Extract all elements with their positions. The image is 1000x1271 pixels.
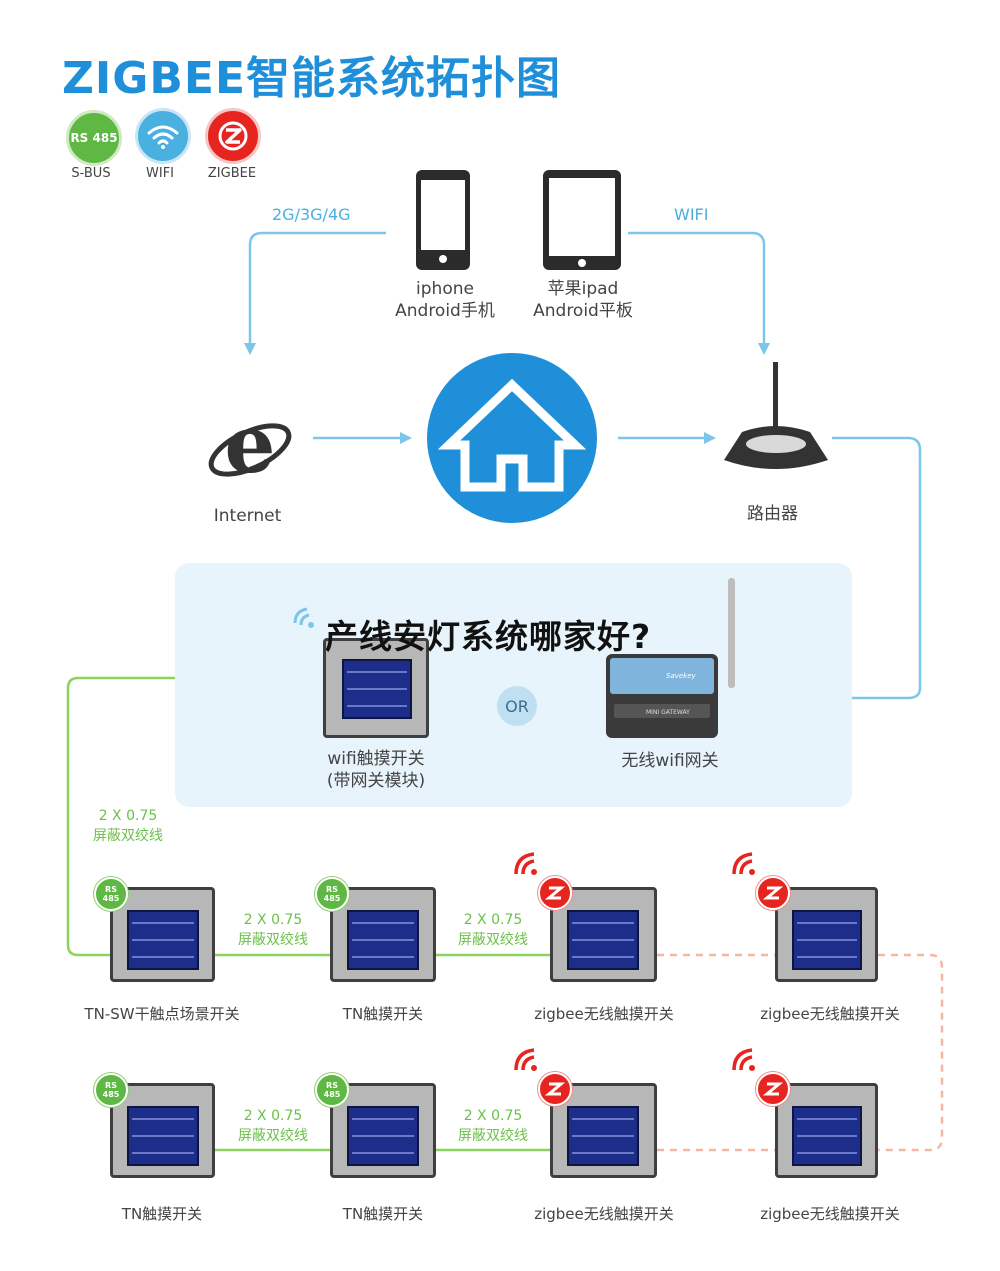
phone-label: iphone Android手机 (370, 278, 520, 322)
bus-label-r2a: 2 X 0.75 屏蔽双绞线 (225, 1106, 321, 1146)
wireless-signal-icon (291, 605, 325, 635)
or-badge: OR (497, 686, 537, 726)
bus-label-r1b-spec: 2 X 0.75 (463, 912, 523, 928)
switch-r1-4 (775, 887, 878, 982)
tablet-label: 苹果ipad Android平板 (508, 278, 658, 322)
wifi-switch-label-line2: (带网关模块) (326, 771, 426, 791)
switch-label-r1-4: zigbee无线触摸开关 (760, 1005, 900, 1023)
zigbee-signal-icon (730, 850, 760, 880)
switch-r1-2 (330, 887, 436, 982)
switch-label-r1-1: TN-SW干触点场景开关 (84, 1005, 240, 1023)
wifi-switch-label-line1: wifi触摸开关 (327, 749, 425, 769)
zigbee-signal-icon (512, 850, 542, 880)
zigbee-icon (205, 108, 261, 164)
tablet-label-line2: Android平板 (533, 301, 633, 321)
phone-icon (416, 170, 470, 270)
zigbee-icon (756, 1072, 790, 1106)
zigbee-icon (756, 876, 790, 910)
gateway-brand: Savekey (666, 672, 696, 680)
gateway-panel (175, 563, 852, 807)
phone-label-line1: iphone (416, 279, 474, 299)
bus-label-riser: 2 X 0.75 屏蔽双绞线 (80, 806, 176, 846)
zigbee-icon (538, 1072, 572, 1106)
switch-label-r2-4: zigbee无线触摸开关 (760, 1205, 900, 1223)
wifi-switch-label: wifi触摸开关 (带网关模块) (296, 748, 456, 792)
wifi-icon (135, 108, 191, 164)
protocol-label-zigbee: ZIGBEE (207, 166, 257, 181)
bus-label-riser-type: 屏蔽双绞线 (93, 828, 163, 844)
zigbee-icon (538, 876, 572, 910)
rs485-badge-text: RS 485 (70, 130, 118, 145)
internet-icon: e (205, 397, 295, 492)
switch-screen (342, 659, 412, 719)
switch-screen (567, 910, 639, 970)
switch-r2-1 (110, 1083, 215, 1178)
bus-label-r1a-type: 屏蔽双绞线 (238, 932, 308, 948)
rs485-icon: RS 485 (94, 1073, 128, 1107)
switch-label-r2-1: TN触摸开关 (121, 1205, 203, 1223)
switch-screen (347, 1106, 419, 1166)
switch-screen (567, 1106, 639, 1166)
switch-screen (127, 910, 199, 970)
rs485-icon: RS 485 (94, 877, 128, 911)
home-icon (427, 353, 597, 523)
rs485-icon: RS 485 (315, 877, 349, 911)
internet-label: Internet (213, 506, 282, 526)
bus-label-r1b-type: 屏蔽双绞线 (458, 932, 528, 948)
gateway-model: MINI GATEWAY (646, 709, 690, 716)
gateway-label: 无线wifi网关 (621, 751, 719, 771)
bus-label-r2b-spec: 2 X 0.75 (463, 1108, 523, 1124)
switch-screen (127, 1106, 199, 1166)
bus-label-r2b: 2 X 0.75 屏蔽双绞线 (445, 1106, 541, 1146)
tablet-icon (543, 170, 621, 270)
zigbee-signal-icon (730, 1046, 760, 1076)
switch-label-r2-2: TN触摸开关 (342, 1205, 424, 1223)
gateway-icon: Savekey MINI GATEWAY (604, 578, 736, 740)
overlay-caption: 产线安灯系统哪家好? (325, 617, 652, 656)
page-title: ZIGBEE智能系统拓扑图 (62, 53, 562, 104)
svg-text:e: e (225, 400, 276, 491)
rs485-icon: RS 485 (66, 110, 122, 166)
link-label-wifi: WIFI (674, 205, 709, 224)
protocol-label-wifi: WIFI (146, 166, 174, 181)
switch-r2-3 (550, 1083, 657, 1178)
switch-screen (792, 1106, 862, 1166)
switch-r1-1 (110, 887, 215, 982)
protocol-label-sbus: S-BUS (71, 166, 111, 181)
bus-label-r2b-type: 屏蔽双绞线 (458, 1128, 528, 1144)
bus-label-r2a-spec: 2 X 0.75 (243, 1108, 303, 1124)
wifi-touch-switch (323, 638, 429, 738)
router-label: 路由器 (747, 504, 798, 524)
switch-label-r2-3: zigbee无线触摸开关 (534, 1205, 674, 1223)
link-label-mobile: 2G/3G/4G (272, 205, 351, 224)
switch-r2-4 (775, 1083, 878, 1178)
bus-label-r1a: 2 X 0.75 屏蔽双绞线 (225, 910, 321, 950)
phone-label-line2: Android手机 (395, 301, 495, 321)
zigbee-signal-icon (512, 1046, 542, 1076)
switch-label-r1-2: TN触摸开关 (342, 1005, 424, 1023)
router-icon (720, 360, 830, 480)
tablet-label-line1: 苹果ipad (547, 279, 619, 299)
switch-r2-2 (330, 1083, 436, 1178)
bus-label-r1b: 2 X 0.75 屏蔽双绞线 (445, 910, 541, 950)
switch-screen (347, 910, 419, 970)
bus-label-riser-spec: 2 X 0.75 (98, 808, 158, 824)
rs485-icon: RS 485 (315, 1073, 349, 1107)
switch-screen (792, 910, 862, 970)
bus-label-r1a-spec: 2 X 0.75 (243, 912, 303, 928)
switch-label-r1-3: zigbee无线触摸开关 (534, 1005, 674, 1023)
bus-label-r2a-type: 屏蔽双绞线 (238, 1128, 308, 1144)
